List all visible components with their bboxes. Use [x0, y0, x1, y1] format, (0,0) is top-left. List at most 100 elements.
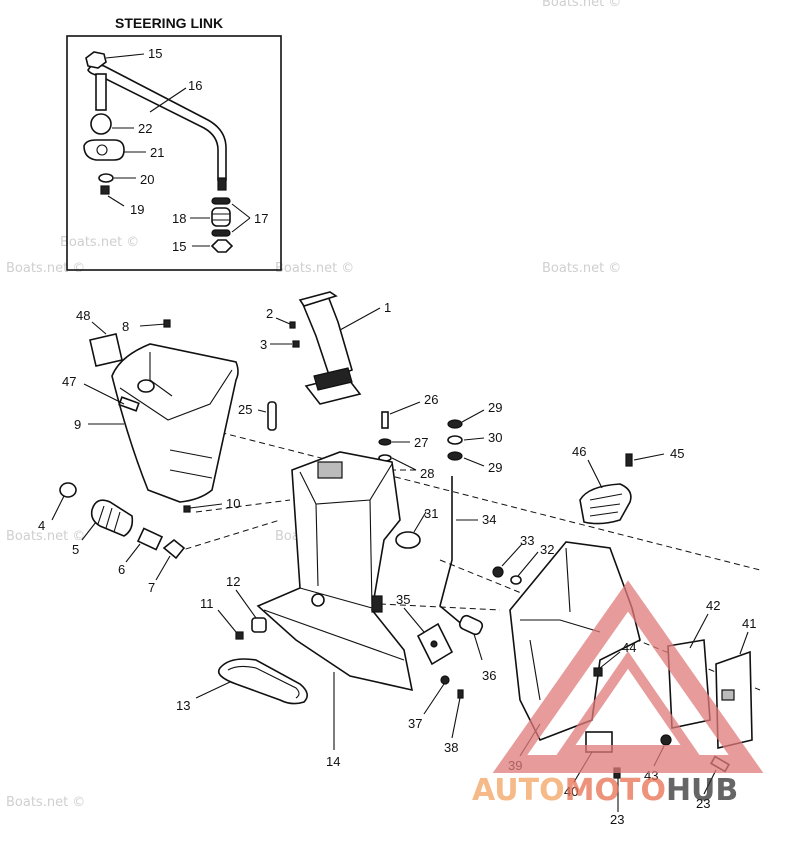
inset-title: STEERING LINK: [115, 15, 223, 31]
ball-stud-shank: [95, 73, 107, 111]
callout-38: 38: [444, 740, 458, 755]
screw-8: [163, 319, 171, 328]
callout-28: 28: [420, 466, 434, 481]
callout-36: 36: [482, 668, 496, 683]
handle-46: [579, 483, 632, 525]
grommet-4: [59, 482, 77, 498]
driveshaft-housing-14: [256, 451, 414, 692]
cover-hole: [137, 379, 155, 393]
upper-cover-9: [111, 343, 239, 503]
callout-26: 26: [424, 392, 438, 407]
callout-5: 5: [72, 542, 79, 557]
callout-34: 34: [482, 512, 496, 527]
washer-27: [378, 438, 392, 446]
shift-rod-34: [439, 476, 465, 627]
callout-20: 20: [140, 172, 154, 187]
inset-frame: [66, 35, 282, 271]
callout-4: 4: [38, 518, 45, 533]
nut-43: [660, 734, 672, 746]
callout-15-bottom: 15: [172, 239, 186, 254]
nut-15-top: [85, 51, 107, 69]
lower-cover-39: [509, 541, 641, 742]
callout-10: 10: [226, 496, 240, 511]
screw-44: [593, 667, 603, 677]
washer-20: [98, 173, 114, 183]
screw-37: [440, 675, 450, 685]
decal-48: [89, 333, 123, 367]
screw-19: [100, 185, 110, 195]
automotohub-logo: AUTOMOTOHUB: [472, 580, 764, 808]
boot-5: [90, 499, 134, 537]
callout-16: 16: [188, 78, 202, 93]
clip-7: [162, 538, 186, 560]
callout-21: 21: [150, 145, 164, 160]
callout-22: 22: [138, 121, 152, 136]
callout-19: 19: [130, 202, 144, 217]
screw-2: [289, 321, 296, 329]
screw-38: [457, 689, 464, 699]
callout-37: 37: [408, 716, 422, 731]
callout-41: 41: [742, 616, 756, 631]
callout-48: 48: [76, 308, 90, 323]
spring-6: [136, 527, 164, 551]
screw-3: [292, 340, 300, 348]
screw-45: [625, 453, 633, 467]
watermarks: Boats.net © Boats.net © Boats.net © Boat…: [6, 0, 621, 810]
callout-30: 30: [488, 430, 502, 445]
callout-46: 46: [572, 444, 586, 459]
callout-9: 9: [74, 417, 81, 432]
watermark-2: Boats.net ©: [275, 261, 354, 276]
nut-29-top: [447, 419, 463, 429]
callout-23-left: 23: [610, 812, 624, 827]
callout-7: 7: [148, 580, 155, 595]
nut-15-bottom: [210, 239, 234, 253]
callout-29-bottom: 29: [488, 460, 502, 475]
pin-25: [267, 401, 277, 431]
rod-end-stud: [217, 177, 227, 191]
logo-text: AUTOMOTOHUB: [472, 773, 738, 808]
steering-link-inset: STEERING LINK 15 16: [66, 15, 282, 271]
washer-17b: [211, 229, 231, 237]
callout-3: 3: [260, 337, 267, 352]
watermark-3: Boats.net ©: [542, 261, 621, 276]
main-assembly: 48 8 2 3 1 47 9 25 26 27 28 29 30 29 46 …: [38, 291, 761, 827]
washer-30: [447, 435, 463, 445]
callout-13: 13: [176, 698, 190, 713]
housing-hole: [311, 593, 325, 607]
watermark-8: Boats.net ©: [542, 0, 621, 10]
callout-44: 44: [622, 640, 636, 655]
callout-32: 32: [540, 542, 554, 557]
plate-21: [83, 139, 125, 161]
callout-2: 2: [266, 306, 273, 321]
callout-11: 11: [200, 596, 214, 611]
exhaust-tube-1: [300, 295, 353, 380]
bushing-18: [211, 207, 231, 227]
watermark-7: Boats.net ©: [60, 235, 139, 250]
callout-29-top: 29: [488, 400, 502, 415]
callout-6: 6: [118, 562, 125, 577]
seal-13: [217, 658, 308, 705]
decal-47: [118, 396, 140, 412]
screw-11: [235, 631, 244, 640]
logo-triangle-icon: [492, 580, 764, 773]
housing-pad: [317, 461, 343, 479]
callout-14: 14: [326, 754, 340, 769]
nut-29-bottom: [447, 451, 463, 461]
plate-hole: [96, 144, 108, 156]
watermark-1: Boats.net ©: [6, 261, 85, 276]
callout-23-right: 23: [696, 796, 710, 811]
exhaust-flange: [313, 367, 353, 391]
callout-1: 1: [384, 300, 391, 315]
callout-17: 17: [254, 211, 268, 226]
rod-coupler-36: [458, 614, 484, 636]
washer-17a: [211, 197, 231, 205]
callout-12: 12: [226, 574, 240, 589]
washer-32: [510, 575, 522, 585]
cap-31: [395, 531, 421, 549]
ball-stud-22: [90, 113, 112, 135]
callout-33: 33: [520, 533, 534, 548]
callout-27: 27: [414, 435, 428, 450]
callout-40: 40: [564, 784, 578, 799]
bolt-26: [381, 411, 389, 429]
